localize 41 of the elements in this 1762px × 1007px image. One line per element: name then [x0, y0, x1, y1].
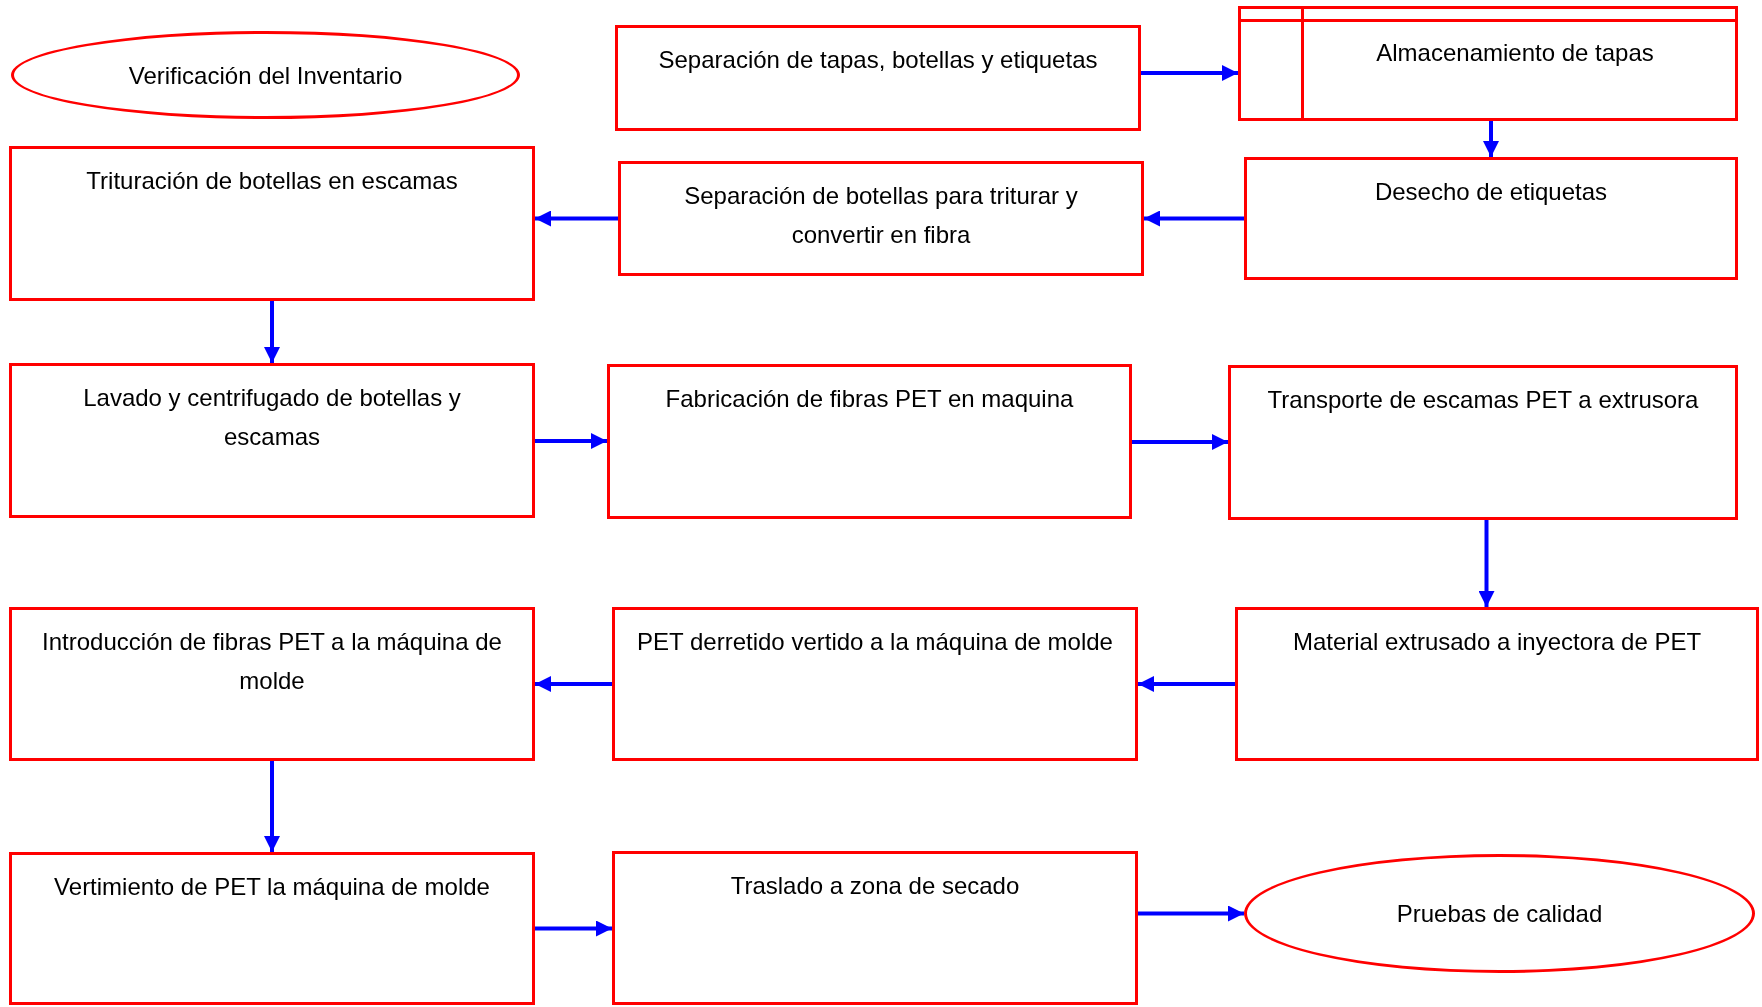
arrow	[535, 210, 618, 227]
arrow	[1138, 676, 1235, 692]
process-box	[618, 161, 1144, 276]
arrow	[1483, 121, 1499, 157]
process-box	[612, 851, 1138, 1005]
arrow	[1138, 905, 1244, 922]
process-box	[9, 852, 535, 1005]
step-text: Trituración de botellas en escamas	[86, 166, 458, 196]
storage-box	[1238, 6, 1738, 121]
arrow	[264, 301, 280, 363]
arrow	[1141, 65, 1238, 81]
arrow	[1132, 434, 1228, 450]
step-text: Fabricación de fibras PET en maquina	[665, 384, 1074, 414]
step-text: Verificación del Inventario	[128, 60, 403, 91]
process-box	[9, 363, 535, 518]
arrow	[535, 920, 612, 937]
step-text: Pruebas de calidad	[1396, 899, 1603, 929]
step-text: Almacenamiento de tapas	[1376, 38, 1654, 68]
arrow	[535, 676, 612, 692]
process-box	[9, 146, 535, 301]
process-box	[607, 364, 1132, 519]
step-text: Lavado y centrifugado de botellas y escamas	[82, 383, 462, 452]
step-text: Desecho de etiquetas	[1374, 177, 1608, 207]
step-text: PET derretido vertido a la máquina de molde	[637, 627, 1113, 657]
process-box	[1244, 157, 1738, 280]
step-text: Vertimiento de PET la máquina de molde	[54, 872, 490, 902]
step-text: Material extrusado a inyectora de PET	[1292, 627, 1702, 657]
process-box	[1235, 607, 1759, 761]
process-box	[1228, 365, 1738, 520]
process-box	[615, 25, 1141, 131]
step-text: Separación de tapas, botellas y etiquetas	[658, 45, 1098, 75]
step-text: Traslado a zona de secado	[730, 871, 1020, 901]
process-box	[9, 607, 535, 761]
arrow	[264, 761, 280, 852]
arrow	[535, 433, 607, 449]
process-box	[612, 607, 1138, 761]
step-text: Introducción de fibras PET a la máquina de molde	[41, 627, 503, 696]
arrow	[1478, 520, 1495, 607]
step-text: Transporte de escamas PET a extrusora	[1267, 385, 1699, 415]
step-text: Separación de botellas para triturar y convertir en fibra	[683, 181, 1079, 250]
arrow	[1144, 210, 1244, 227]
